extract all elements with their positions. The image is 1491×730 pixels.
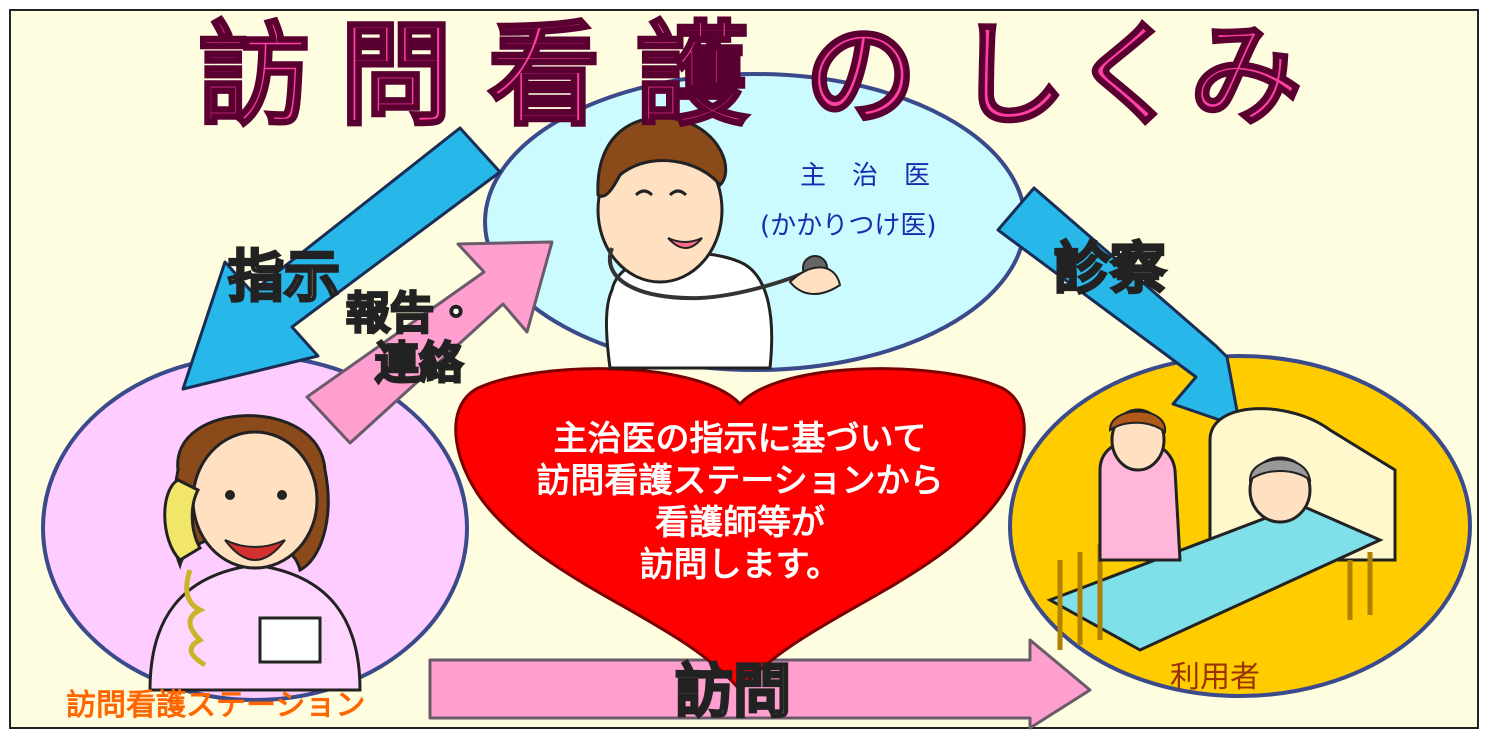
title-char: 問: [339, 11, 454, 141]
heart-line: 訪問します。: [639, 545, 841, 585]
patient-illustration: [1046, 407, 1397, 652]
visit-arrow: [428, 638, 1092, 730]
examination-label: 診察: [1053, 237, 1168, 302]
heart-line: 訪問看護ステーションから: [536, 461, 944, 501]
examination-arrow: [996, 186, 1242, 429]
doctor-sublabel: (かかりつけ医): [760, 211, 937, 241]
heart-message: 主治医の指示に基づいて 訪問看護ステーションから 看護師等が 訪問します。: [500, 418, 980, 586]
message-heart: [454, 367, 1026, 693]
instruction-label: 指示: [227, 245, 342, 310]
doctor-label: 主 治 医: [800, 161, 931, 191]
title-char: く: [1071, 11, 1186, 141]
station-label: 訪問看護ステーション: [66, 688, 366, 723]
heart-line: 看護師等が: [655, 503, 825, 543]
nurse-illustration: [148, 414, 362, 692]
visit-label: 訪問: [674, 657, 793, 725]
contact-label: 連絡: [374, 338, 465, 389]
doctor-illustration: [596, 116, 842, 370]
title-char: 護: [635, 11, 750, 141]
title-char: み: [1189, 11, 1304, 141]
title-char: 訪: [197, 11, 312, 141]
title-char: の: [804, 11, 919, 141]
title-char: 看: [487, 11, 602, 141]
title-char: し: [954, 11, 1069, 141]
report-arrow: [305, 240, 554, 445]
heart-line: 主治医の指示に基づいて: [553, 419, 927, 459]
report-label: 報告・: [345, 288, 480, 339]
user-label: 利用者: [1170, 660, 1260, 695]
instruction-arrow: [181, 126, 502, 391]
